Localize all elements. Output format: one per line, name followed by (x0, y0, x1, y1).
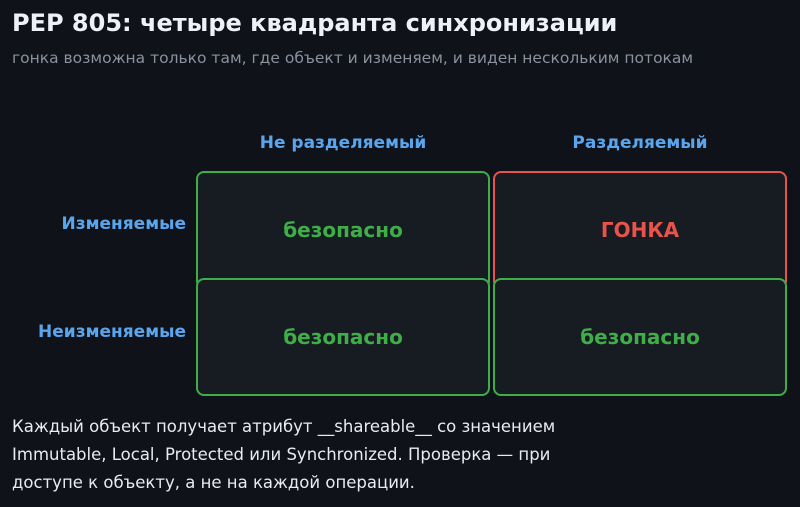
footnote-line: доступе к объекту, а не на каждой операц… (12, 473, 415, 492)
row-header-immutable: Неизменяемые (38, 322, 186, 342)
quadrant-mutable-not-shared: безопасно (196, 171, 490, 289)
quadrant-immutable-shared: безопасно (493, 278, 787, 396)
column-header-shared: Разделяемый (572, 133, 708, 153)
column-header-not-shared: Не разделяемый (259, 133, 427, 153)
page-subtitle: гонка возможна только там, где объект и … (12, 49, 694, 67)
quadrant-mutable-shared: ГОНКА (493, 171, 787, 289)
page-title: PEP 805: четыре квадранта синхронизации (12, 9, 618, 37)
row-header-mutable: Изменяемые (61, 214, 186, 234)
footnote-line: Каждый объект получает атрибут __shareab… (12, 417, 556, 436)
quadrant-immutable-not-shared: безопасно (196, 278, 490, 396)
footnote-line: Immutable, Local, Protected или Synchron… (12, 445, 551, 464)
footnote: Каждый объект получает атрибут __shareab… (12, 413, 652, 497)
